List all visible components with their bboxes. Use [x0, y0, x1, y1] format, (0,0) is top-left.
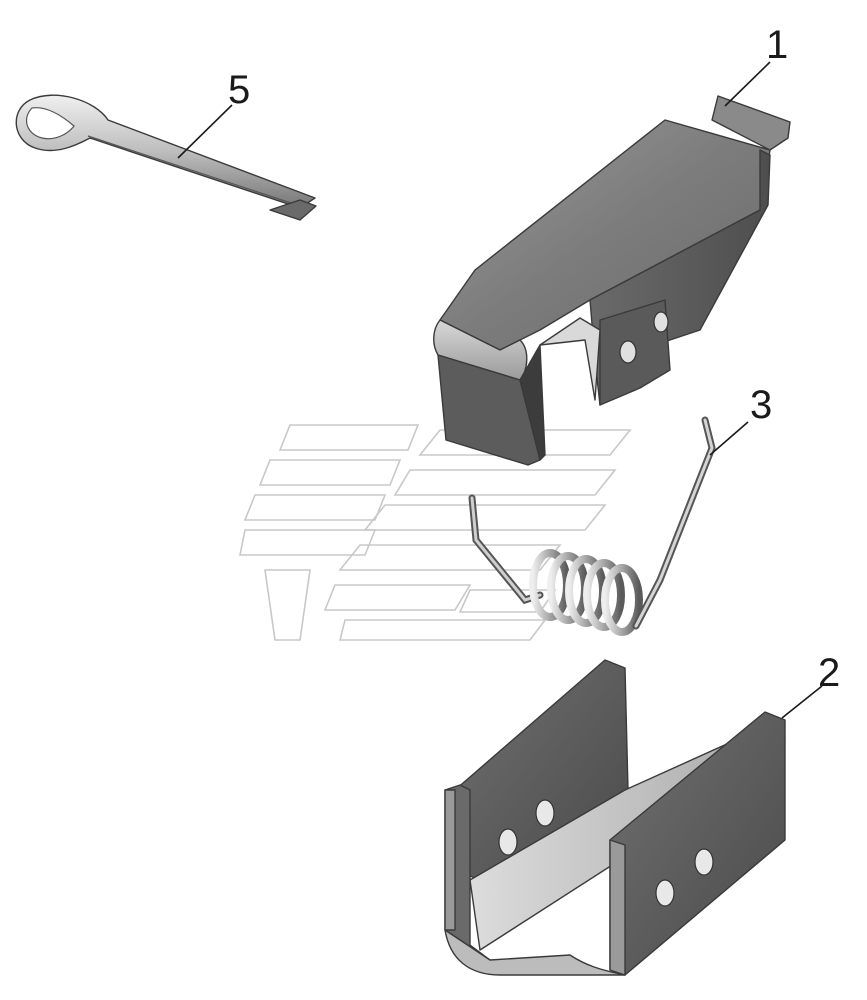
latch-hole-1 — [619, 340, 637, 364]
u-bracket-part — [444, 659, 786, 976]
torsion-spring-part — [468, 416, 716, 636]
watermark-logo — [239, 424, 632, 641]
cotter-pin-part — [15, 94, 317, 221]
callout-2: 2 — [781, 651, 840, 719]
callout-5: 5 — [177, 68, 250, 159]
latch-hole-2 — [653, 311, 669, 333]
callout-label-5: 5 — [228, 68, 250, 112]
bracket-hole-2 — [535, 799, 555, 827]
latch-part — [433, 95, 791, 466]
callout-3: 3 — [709, 383, 772, 456]
bracket-hole-1 — [498, 828, 518, 856]
callout-label-3: 3 — [750, 383, 772, 427]
bracket-hole-3 — [655, 879, 675, 907]
callout-label-1: 1 — [766, 23, 788, 67]
spring-coils — [529, 549, 643, 636]
callout-label-2: 2 — [818, 651, 840, 695]
callout-1: 1 — [724, 23, 788, 107]
bracket-hole-4 — [694, 848, 714, 876]
